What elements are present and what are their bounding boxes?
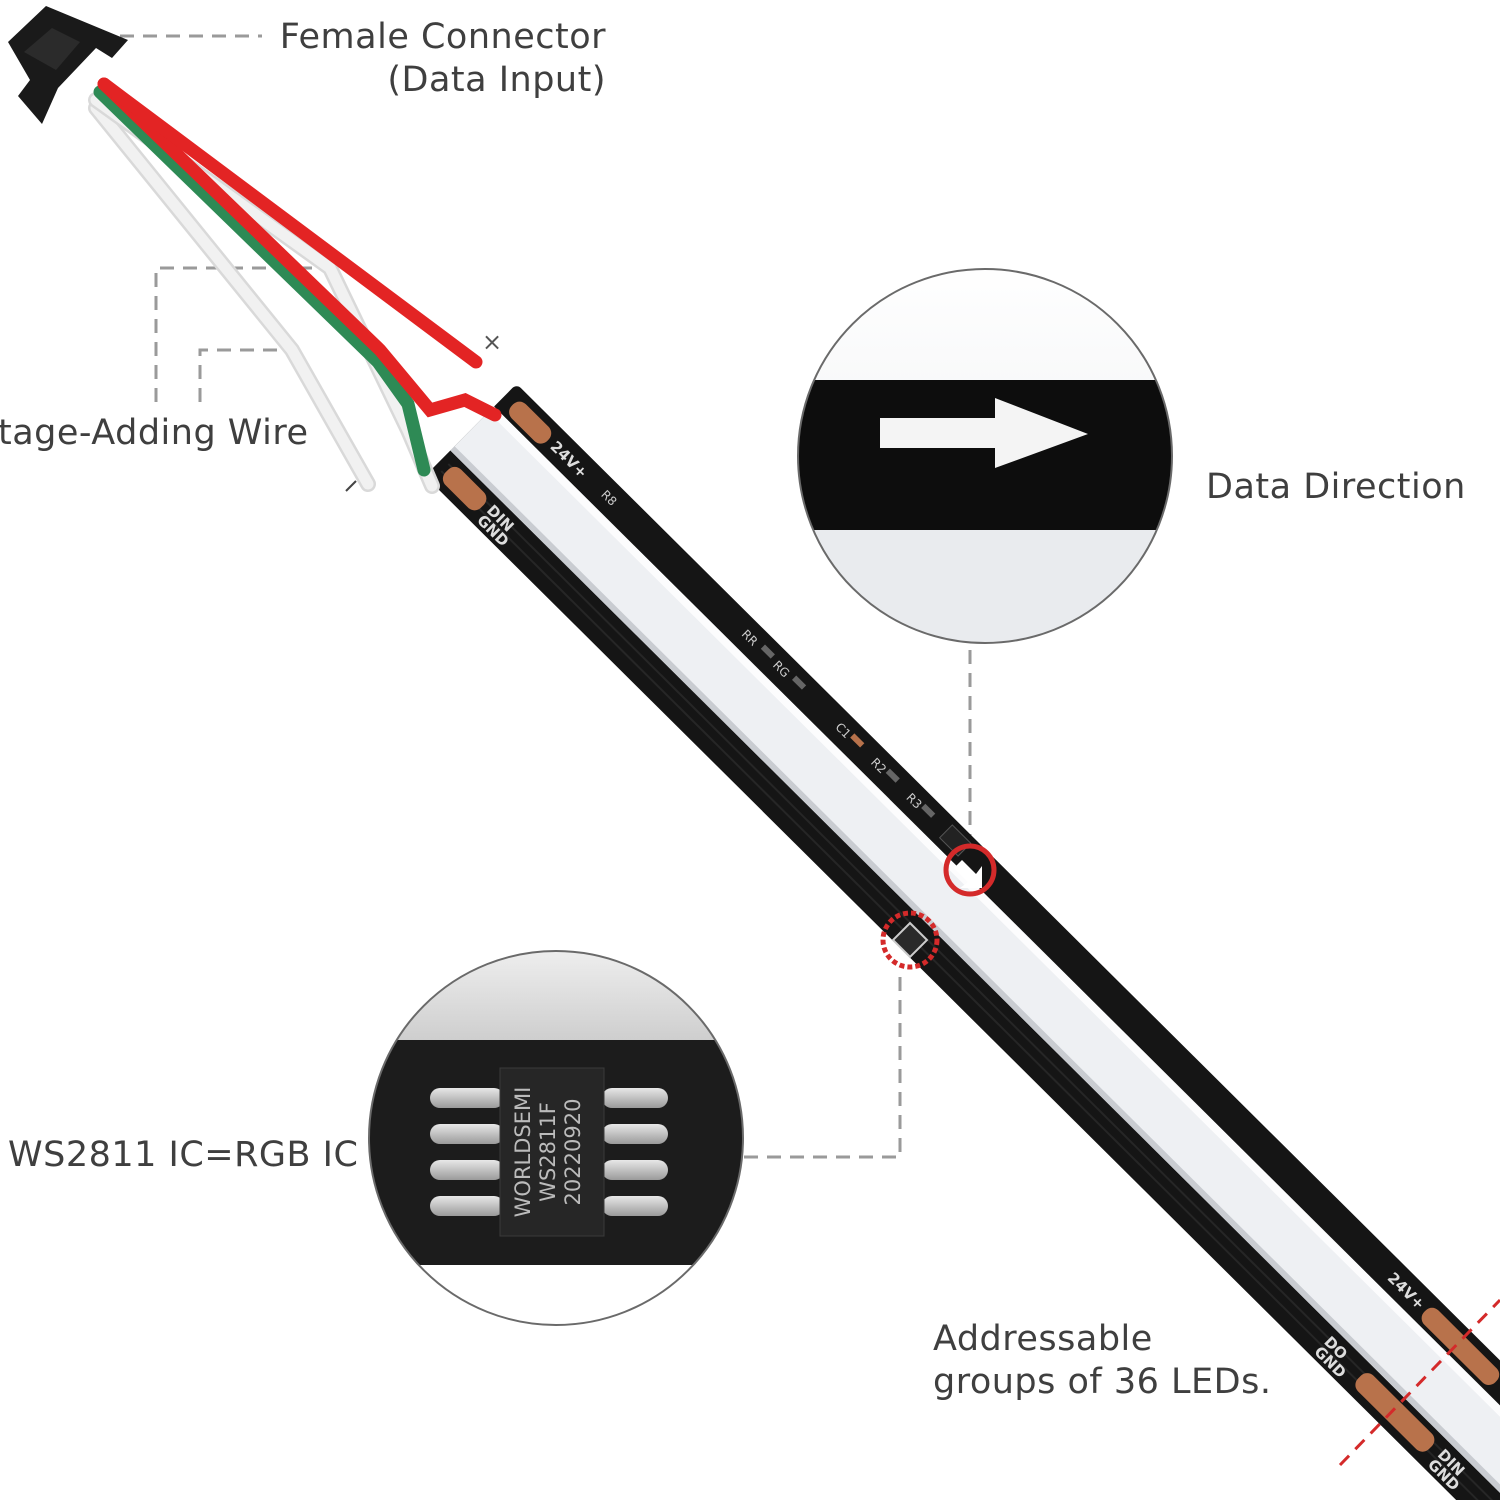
label-addressable-line2: groups of 36 LEDs.	[933, 1361, 1272, 1402]
label-addressable-line1: Addressable	[933, 1319, 1153, 1359]
zoom-ic: WORLDSEMI WS2811F 20220920	[368, 950, 744, 1326]
zoom-direction	[797, 268, 1173, 644]
solder-pad	[1421, 1307, 1500, 1386]
label-data-direction: Data Direction	[1206, 467, 1466, 507]
wire-green	[93, 85, 431, 477]
ic-marking-line2: WS2811F	[536, 1102, 560, 1202]
direction-callout-ring	[943, 843, 997, 897]
label-addressable-groups: Addressable groups of 36 LEDs.	[933, 1318, 1271, 1403]
wires	[88, 77, 502, 494]
ic-marking-line1: WORLDSEMI	[511, 1087, 535, 1218]
strip-traces	[440, 463, 1500, 1504]
ic-marking-line3: 20220920	[561, 1099, 585, 1206]
wire-red-b	[97, 77, 483, 369]
solder-pad	[509, 401, 552, 444]
solder-pad	[1355, 1373, 1435, 1452]
wire-red-a	[97, 77, 502, 422]
wire-end-marker: ×	[482, 328, 502, 356]
ic-callout-ring	[880, 910, 940, 970]
label-female-connector-sub: (Data Input)	[387, 59, 606, 100]
strip-diffuser	[450, 406, 1500, 1504]
ic-pins-left	[430, 1088, 504, 1216]
led-strip: 24V+ DIN GND R8 RR RG C1 R2 R3 24V+ DO G…	[427, 386, 1500, 1504]
ic-body	[499, 1067, 605, 1237]
leader-wire-inner	[198, 348, 292, 402]
wire-white-a-hi	[90, 102, 374, 490]
ic-callout-chip	[891, 921, 929, 959]
label-voltage-adding-wire: tage-Adding Wire	[0, 413, 309, 453]
wire-end-tick	[345, 480, 357, 492]
female-connector	[8, 6, 128, 124]
direction-callout-arrow	[954, 860, 982, 888]
leader-ic	[744, 970, 902, 1159]
label-ws2811-ic: WS2811 IC=RGB IC	[8, 1135, 359, 1175]
ic-pins-right	[602, 1088, 668, 1216]
cut-line	[1338, 1298, 1500, 1467]
solder-pad	[442, 466, 487, 511]
label-female-connector-title: Female Connector	[279, 17, 606, 57]
direction-arrow-icon	[880, 398, 1088, 468]
label-female-connector: Female Connector (Data Input)	[276, 16, 606, 101]
